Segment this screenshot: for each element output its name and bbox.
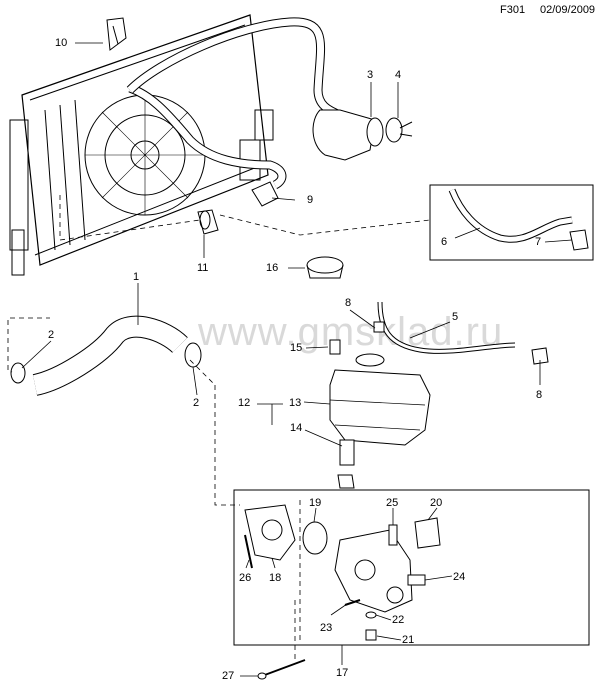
callout-3: 3: [367, 69, 374, 81]
callout-10: 10: [55, 37, 68, 49]
callout-8-right: 8: [536, 389, 543, 401]
callout-8-top: 8: [345, 297, 352, 309]
lower-hose: [10, 315, 202, 396]
diagram-date: 02/09/2009: [540, 4, 596, 16]
callout-19: 19: [309, 497, 322, 509]
callout-13: 13: [289, 397, 302, 409]
callout-25: 25: [386, 497, 399, 509]
watermark: www.gmsklad.ru: [198, 310, 504, 354]
callout-21: 21: [402, 634, 415, 646]
callout-18: 18: [269, 572, 282, 584]
bolt-27-head: [257, 672, 267, 680]
callout-23: 23: [320, 622, 333, 634]
callout-6: 6: [441, 236, 448, 248]
callout-14: 14: [290, 422, 303, 434]
bleed-screw-15: [329, 339, 341, 355]
upper-hose: [126, 17, 413, 190]
callout-2-left: 2: [48, 329, 55, 341]
clamp-8-upper: [373, 321, 385, 333]
callout-4: 4: [395, 69, 402, 81]
callout-1: 1: [133, 271, 140, 283]
clamp-10: [106, 17, 127, 51]
callout-17: 17: [336, 667, 349, 679]
callout-20: 20: [430, 497, 443, 509]
overflow-hose: [377, 301, 549, 365]
diagram-code: F301: [500, 4, 526, 16]
coolant-reservoir: [329, 353, 431, 489]
thermostat-housing-box: [233, 489, 590, 646]
callout-24: 24: [453, 571, 466, 583]
clamp-11: [197, 209, 219, 235]
leader-lines: [21, 42, 573, 677]
callout-7: 7: [535, 236, 542, 248]
callout-22: 22: [392, 614, 405, 626]
callout-15: 15: [290, 342, 303, 354]
callout-9: 9: [307, 194, 314, 206]
callout-5: 5: [452, 311, 459, 323]
radiator-illustration: [9, 14, 274, 276]
clamp-9: [251, 181, 279, 207]
dashed-reference-lines: [7, 195, 431, 660]
bolt-27: [261, 659, 306, 677]
callout-27: 27: [222, 670, 235, 682]
callout-26: 26: [239, 572, 252, 584]
callout-2-right: 2: [193, 397, 200, 409]
filler-cap: [306, 256, 344, 279]
callout-11: 11: [197, 262, 209, 274]
inset-hose-box: [429, 184, 594, 261]
callout-12: 12: [238, 397, 251, 409]
callout-16: 16: [266, 262, 279, 274]
